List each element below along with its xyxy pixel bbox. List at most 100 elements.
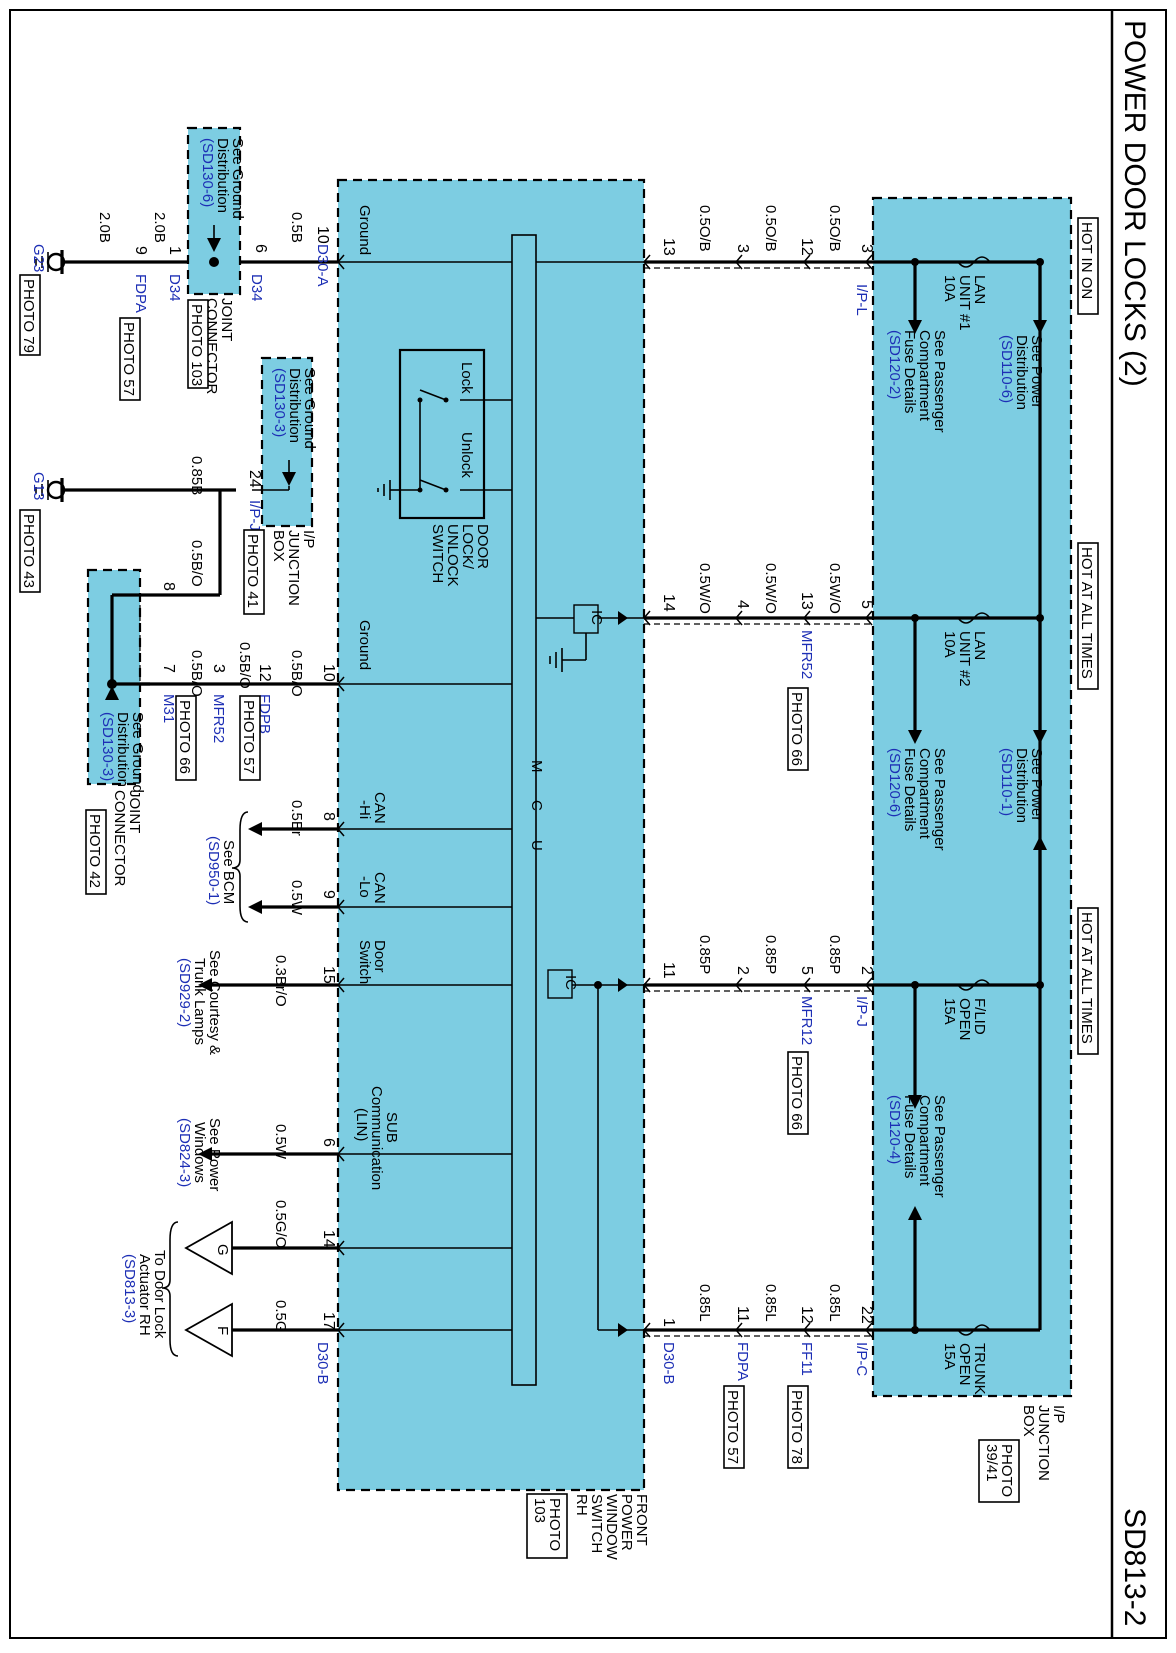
ground-label-1: Ground — [356, 205, 373, 255]
svg-text:Unlock: Unlock — [458, 432, 475, 478]
svg-text:13: 13 — [660, 238, 677, 256]
svg-text:0.85B: 0.85B — [188, 456, 205, 495]
svg-text:FF11: FF11 — [798, 1342, 815, 1376]
svg-text:0.5W/O: 0.5W/O — [696, 563, 713, 614]
svg-text:PHOTO 79: PHOTO 79 — [20, 279, 37, 353]
can-hi-label-2: -Hi — [356, 800, 373, 819]
svg-text:0.5O/B: 0.5O/B — [696, 205, 713, 252]
svg-text:0.3Br/O: 0.3Br/O — [272, 955, 289, 1007]
svg-text:BOX: BOX — [270, 530, 287, 562]
svg-text:1: 1 — [166, 246, 183, 255]
svg-text:See Power: See Power — [1028, 748, 1045, 821]
svg-text:See Power: See Power — [1028, 335, 1045, 408]
svg-text:10: 10 — [314, 226, 331, 244]
svg-text:Distribution: Distribution — [286, 368, 303, 443]
svg-text:PHOTO 57: PHOTO 57 — [120, 322, 137, 396]
svg-text:5: 5 — [798, 966, 815, 975]
svg-text:See Passenger: See Passenger — [931, 330, 948, 433]
svg-text:PHOTO 57: PHOTO 57 — [240, 700, 257, 774]
svg-text:See Power: See Power — [206, 1118, 223, 1191]
svg-text:IC: IC — [588, 610, 605, 625]
svg-text:Distribution: Distribution — [114, 712, 131, 787]
page-title: POWER DOOR LOCKS (2) — [1118, 20, 1151, 387]
svg-text:2: 2 — [858, 966, 875, 975]
svg-text:HOT IN ON: HOT IN ON — [1078, 222, 1095, 299]
svg-text:Windows: Windows — [191, 1122, 208, 1183]
svg-text:LOCK/: LOCK/ — [459, 524, 476, 570]
svg-text:7: 7 — [160, 664, 177, 673]
fuse-f-lid-open: F/LID OPEN 15A — [941, 979, 991, 1041]
svg-text:Compartment: Compartment — [916, 330, 933, 422]
svg-text:LAN: LAN — [971, 631, 988, 660]
svg-text:See Passenger: See Passenger — [931, 1095, 948, 1198]
svg-text:I/P: I/P — [300, 530, 317, 548]
ground-label-2: Ground — [356, 620, 373, 670]
svg-text:Fuse Details: Fuse Details — [901, 748, 918, 831]
svg-text:(SD110-1): (SD110-1) — [998, 748, 1015, 816]
svg-text:PHOTO 42: PHOTO 42 — [86, 814, 103, 888]
svg-text:IC: IC — [562, 975, 579, 990]
page-code: SD813-2 — [1118, 1508, 1151, 1626]
svg-text:8: 8 — [160, 582, 177, 591]
svg-text:M31: M31 — [160, 694, 177, 723]
svg-text:2.0B: 2.0B — [96, 212, 113, 243]
svg-text:(SD950-1): (SD950-1) — [205, 836, 222, 905]
sub-comm-label-1: SUB — [383, 1112, 400, 1143]
svg-text:SWITCH: SWITCH — [588, 1494, 605, 1553]
svg-text:(SD120-6): (SD120-6) — [886, 748, 903, 817]
svg-text:D30-B: D30-B — [660, 1342, 677, 1385]
svg-text:13: 13 — [798, 592, 815, 610]
svg-text:15: 15 — [320, 966, 337, 984]
svg-text:PHOTO 57: PHOTO 57 — [724, 1390, 741, 1464]
door-switch-output: 15 0.3Br/O See Courtesy & Trunk Lamps (S… — [176, 950, 338, 1055]
svg-text:OPEN: OPEN — [956, 1343, 973, 1386]
fuse-lan-unit-2: LAN UNIT #2 10A — [941, 612, 991, 687]
svg-text:0.5B/O: 0.5B/O — [236, 642, 253, 689]
svg-text:D30-A: D30-A — [314, 244, 331, 287]
svg-text:UNIT #1: UNIT #1 — [956, 275, 973, 331]
svg-text:F: F — [214, 1326, 231, 1335]
svg-text:RH: RH — [573, 1494, 590, 1516]
svg-text:Lock: Lock — [458, 362, 475, 394]
svg-text:4: 4 — [734, 600, 751, 609]
svg-text:12: 12 — [798, 1306, 815, 1324]
svg-text:I/P-L: I/P-L — [853, 284, 870, 316]
svg-text:10: 10 — [320, 664, 337, 682]
svg-text:JOINT: JOINT — [126, 790, 143, 833]
svg-text:24: 24 — [246, 470, 263, 488]
svg-text:UNLOCK: UNLOCK — [444, 524, 461, 587]
svg-text:0.5O/B: 0.5O/B — [826, 205, 843, 252]
svg-text:0.85L: 0.85L — [762, 1284, 779, 1322]
svg-text:Fuse Details: Fuse Details — [901, 330, 918, 413]
svg-text:2.0B: 2.0B — [151, 212, 168, 243]
svg-text:3: 3 — [734, 244, 751, 253]
svg-text:3: 3 — [210, 664, 227, 673]
svg-text:D34: D34 — [166, 274, 183, 302]
can-lo-label-2: -Lo — [356, 876, 373, 898]
svg-text:JUNCTION: JUNCTION — [1035, 1405, 1052, 1481]
mcu-block — [511, 234, 537, 1386]
svg-text:TRUNK: TRUNK — [971, 1343, 988, 1395]
svg-text:103: 103 — [531, 1498, 548, 1523]
svg-text:0.5B/O: 0.5B/O — [188, 540, 205, 587]
svg-text:PHOTO: PHOTO — [998, 1444, 1015, 1497]
ic-block-1: IC — [549, 604, 644, 672]
svg-text:0.5Br: 0.5Br — [288, 800, 305, 836]
passenger-fuse-ref-2: See Passenger Compartment Fuse Details (… — [886, 748, 948, 851]
svg-text:3: 3 — [858, 244, 875, 253]
can-bus-lines: 8 0.5Br 9 0.5W See BCM (SD950-1) — [205, 800, 338, 923]
svg-text:See BCM: See BCM — [220, 840, 237, 904]
circuit-3: I/P-J MFR12 PHOTO 66 2 0.85P 5 0.85P 2 0… — [644, 836, 1047, 1135]
svg-text:D34: D34 — [248, 274, 265, 302]
svg-text:F/LID: F/LID — [971, 998, 988, 1035]
svg-text:15A: 15A — [941, 998, 958, 1025]
svg-text:5: 5 — [858, 600, 875, 609]
svg-text:14: 14 — [660, 594, 677, 612]
can-lo-label-1: CAN — [371, 872, 388, 904]
svg-text:11: 11 — [734, 1306, 751, 1323]
svg-text:Distribution: Distribution — [214, 138, 231, 213]
svg-text:Compartment: Compartment — [916, 1095, 933, 1187]
svg-text:See Ground: See Ground — [301, 368, 318, 449]
module-label: FRONT POWER WINDOW SWITCH RH PHOTO 103 — [526, 1493, 650, 1561]
